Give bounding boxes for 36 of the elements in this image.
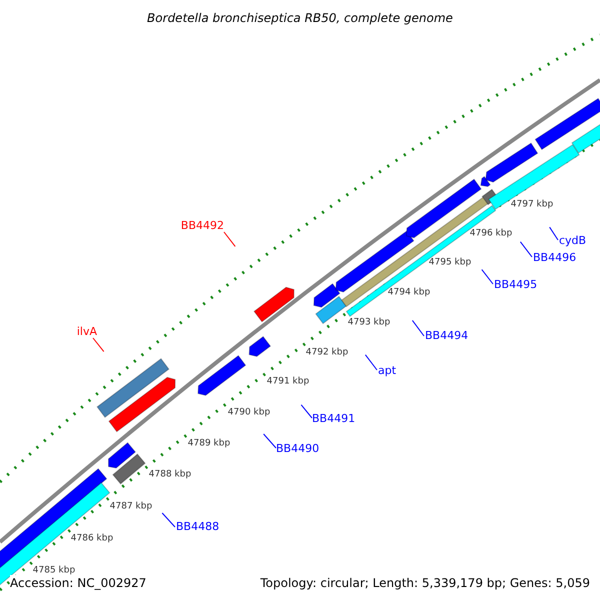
- tick-label: 4792 kbp: [306, 348, 348, 358]
- gene-label: BB4494: [425, 330, 468, 341]
- tick-label: 4794 kbp: [388, 288, 430, 298]
- leader-line: [412, 320, 424, 336]
- gene-label: BB4491: [312, 413, 356, 424]
- tick-label: 4797 kbp: [510, 200, 554, 210]
- leader-line: [364, 354, 378, 370]
- tick-label: 4795 kbp: [428, 258, 472, 268]
- map-title: Bordetella bronchiseptica RB50, complete genome: [147, 12, 453, 24]
- tick-label: 4787 kbp: [110, 502, 152, 512]
- gene-label: BB4492: [180, 220, 224, 231]
- gene-label: cydB: [559, 235, 586, 246]
- tick-label: 4788 kbp: [148, 470, 192, 480]
- genome-stats-note: Topology: circular; Length: 5,339,179 bp; Genes: 5,059: [260, 575, 590, 591]
- gene-label: BB4495: [494, 279, 538, 290]
- leader-line: [92, 338, 104, 352]
- leader-line: [549, 226, 558, 240]
- leader-line: [162, 512, 176, 528]
- tick-label: 4790 kbp: [228, 408, 270, 418]
- tick-label: 4789 kbp: [188, 440, 230, 448]
- leader-line: [263, 434, 276, 448]
- tick-label: 4786 kbp: [70, 534, 114, 544]
- gene-label: BB4490: [276, 443, 320, 454]
- leader-line: [300, 404, 312, 418]
- accession-note: Accession: NC_002927: [10, 575, 146, 591]
- tick-label: 4793 kbp: [348, 318, 390, 328]
- leader-line: [224, 232, 236, 247]
- leader-line: [481, 269, 494, 284]
- leader-line: [520, 241, 532, 258]
- tick-label: 4785 kbp: [32, 566, 76, 576]
- gene-label: apt: [378, 365, 396, 376]
- gene-label: BB4488: [176, 521, 220, 532]
- tick-label: 4791 kbp: [266, 378, 310, 386]
- gene-label: ilvA: [76, 326, 97, 337]
- tick-label: 4796 kbp: [470, 230, 512, 238]
- gene-label: BB4496: [533, 252, 576, 263]
